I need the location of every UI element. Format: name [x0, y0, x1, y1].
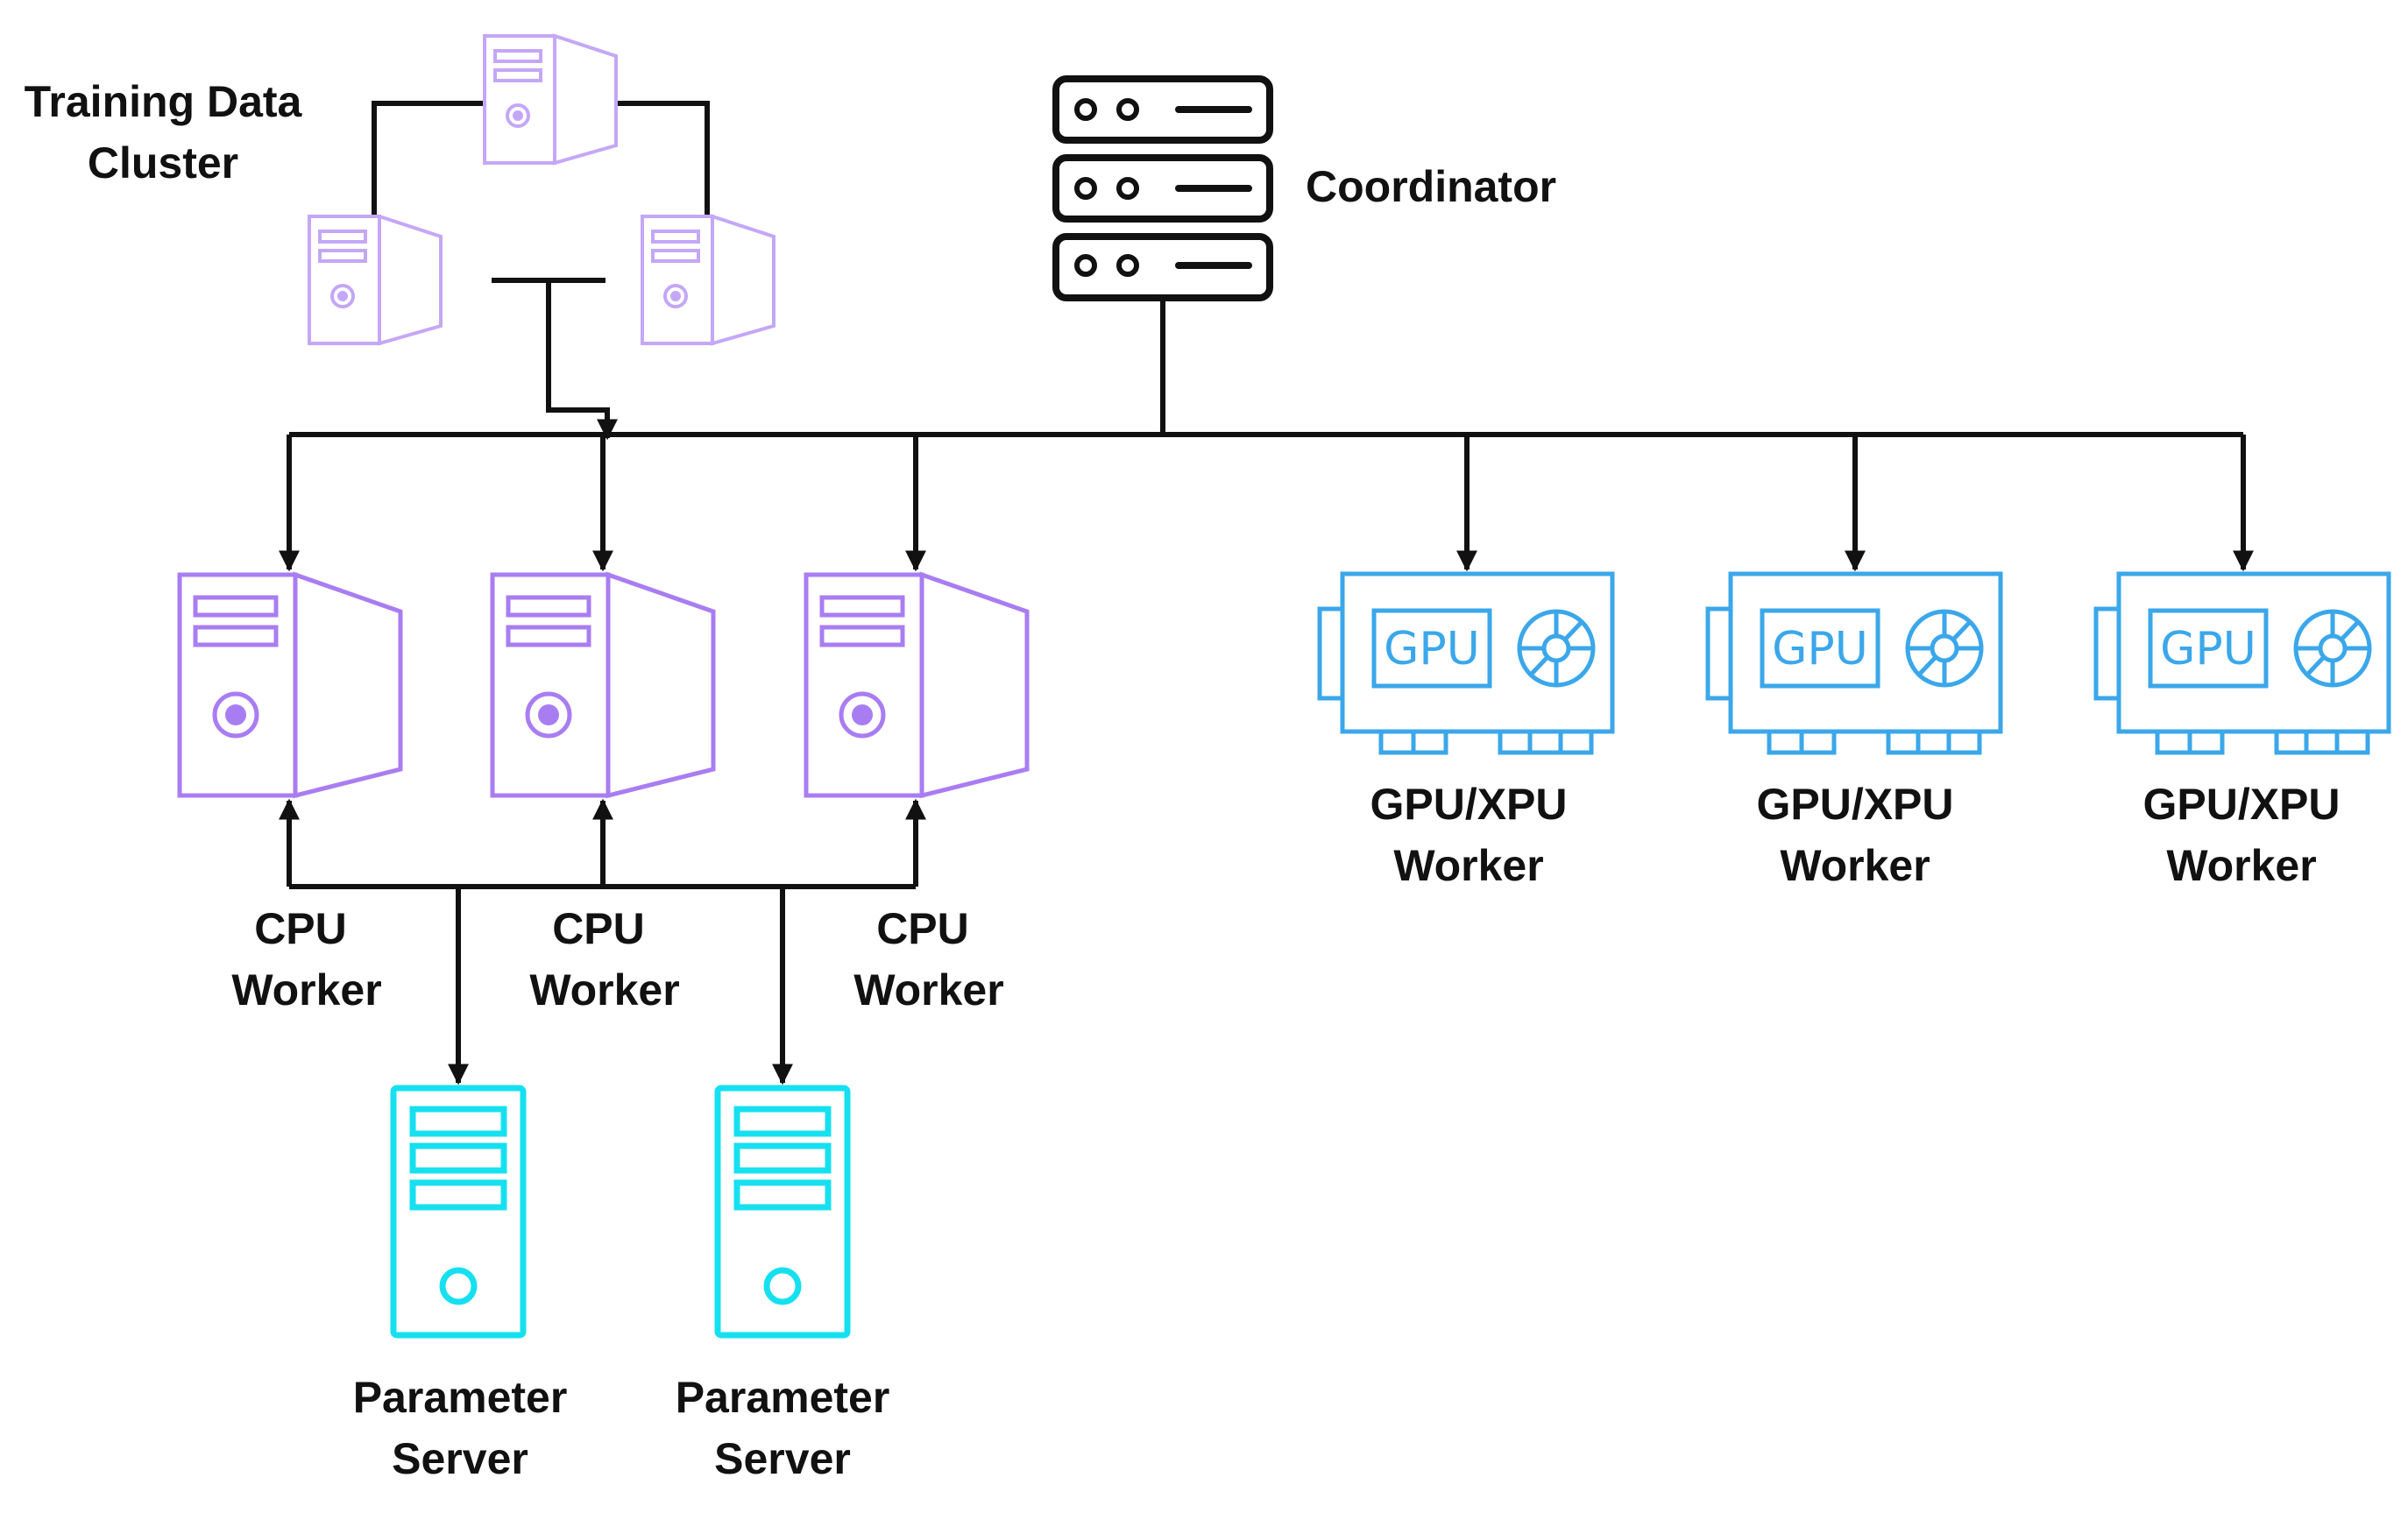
gpu-worker-3-icon: GPU [2096, 574, 2389, 753]
gpu-worker-2-label-line2: Worker [1780, 841, 1930, 890]
gpu-worker-1-icon: GPU [1320, 574, 1612, 753]
coordinator-bus [279, 301, 2254, 572]
gpu-chip-label: GPU [2160, 623, 2256, 675]
cpu-worker-3-icon [806, 575, 1027, 795]
cluster-node-top-icon [483, 34, 618, 165]
cpu-worker-3-label-line1: CPU [876, 904, 969, 953]
gpu-worker-1-label-line2: Worker [1393, 841, 1543, 890]
gpu-worker-1-label-line1: GPU/XPU [1370, 780, 1567, 829]
coordinator-label: Coordinator [1306, 162, 1556, 211]
gpu-chip-label: GPU [1384, 623, 1480, 675]
cpu-worker-3-label-line2: Worker [853, 965, 1003, 1015]
cpu-worker-2-label-line2: Worker [529, 965, 679, 1015]
parameter-server-1-label-line2: Server [392, 1434, 528, 1483]
parameter-server-bus [279, 798, 926, 1085]
cpu-worker-1-label-line2: Worker [231, 965, 381, 1015]
parameter-server-2-icon [718, 1088, 847, 1335]
gpu-chip-label: GPU [1772, 623, 1868, 675]
training-data-cluster-label-line1: Training Data [25, 77, 303, 126]
gpu-worker-2-icon: GPU [1708, 574, 2001, 753]
training-data-cluster-label-line2: Cluster [88, 138, 238, 187]
training-data-cluster [308, 34, 776, 441]
coordinator-server-icon [1052, 75, 1273, 301]
cpu-worker-2-icon [492, 575, 713, 795]
gpu-worker-3-label-line1: GPU/XPU [2142, 780, 2340, 829]
parameter-server-2-label-line1: Parameter [676, 1373, 890, 1422]
parameter-server-1-label-line1: Parameter [353, 1373, 568, 1422]
gpu-worker-3-label-line2: Worker [2166, 841, 2316, 890]
gpu-worker-2-label-line1: GPU/XPU [1756, 780, 1953, 829]
cpu-worker-1-label-line1: CPU [254, 904, 347, 953]
cpu-worker-1-icon [180, 575, 400, 795]
cpu-worker-2-label-line1: CPU [552, 904, 645, 953]
parameter-server-2-label-line2: Server [714, 1434, 851, 1483]
cluster-node-right-icon [641, 215, 776, 345]
cluster-node-left-icon [308, 215, 443, 345]
parameter-server-1-icon [393, 1088, 523, 1335]
